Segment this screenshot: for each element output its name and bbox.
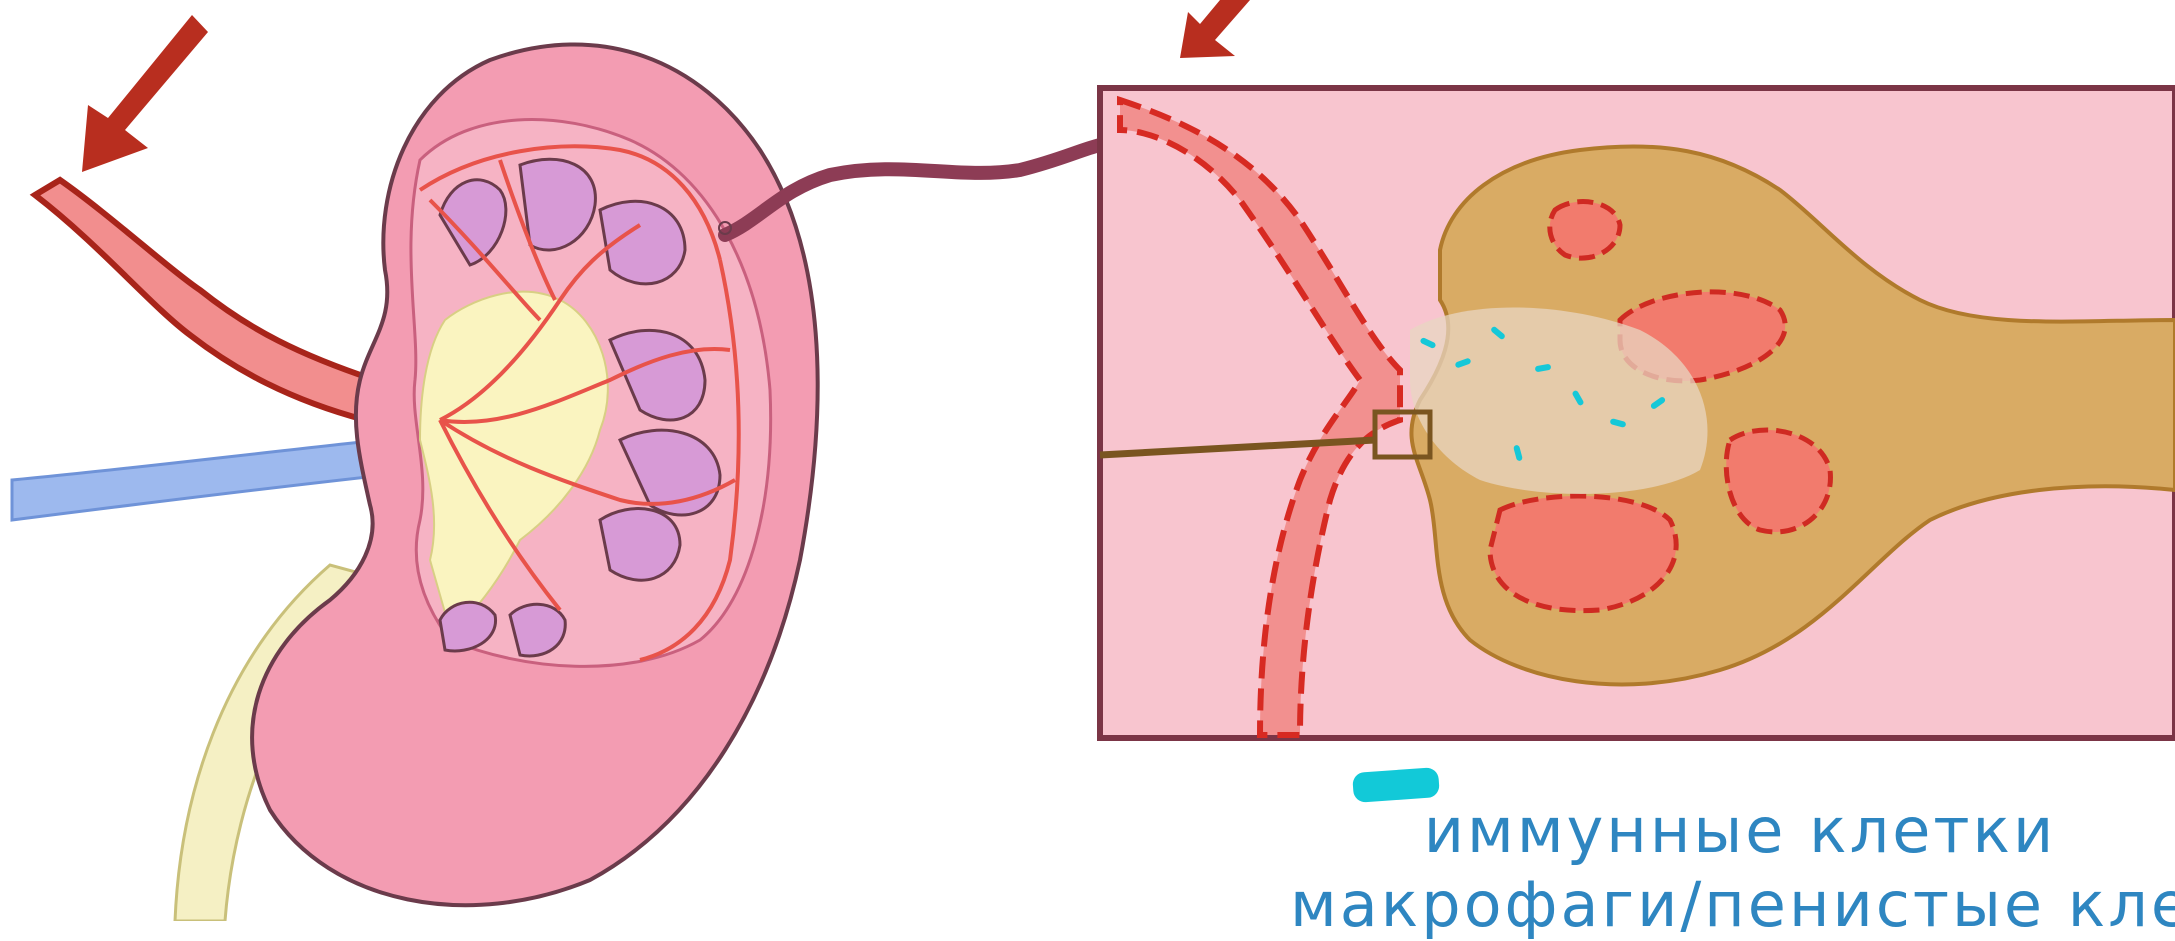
kidney-diagram [0,0,2175,921]
renal-vein [12,440,385,520]
detail-panel [1100,88,2175,738]
arrow-down-left-icon [1180,0,1250,58]
legend-immune-cells: иммунные клетки [1290,800,2175,862]
renal-artery [35,180,375,420]
arrow-down-left-icon [82,15,208,172]
legend-macrophages: макрофаги/пенистые клет [1290,874,2175,936]
